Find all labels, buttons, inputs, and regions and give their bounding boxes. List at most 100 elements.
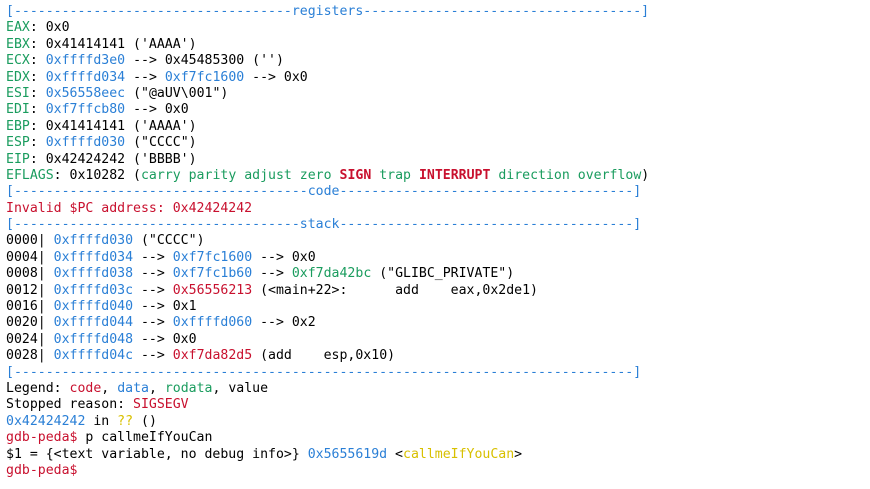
stack-0020-segment: 0020| <box>6 315 54 331</box>
prompt-empty-line: gdb-peda$ <box>6 463 870 479</box>
stack-0028-segment: 0xf7da82d5 <box>172 348 253 364</box>
stack-0000-segment: 0000| <box>6 233 54 249</box>
stack-0016-segment: 0xffffd040 <box>53 299 134 315</box>
register-edi: EDI: 0xf7ffcb80 --> 0x0 <box>6 102 870 118</box>
stack-0012: 0012| 0xffffd03c --> 0x56556213 (<main+2… <box>6 283 870 299</box>
stopped-reason-line-segment: SIGSEGV <box>133 397 189 413</box>
print-result-line: $1 = {<text variable, no debug info>} 0x… <box>6 447 870 463</box>
stack-0024: 0024| 0xffffd048 --> 0x0 <box>6 332 870 348</box>
stack-0008-segment: 0xf7da42bc <box>291 266 372 282</box>
legend-line-segment: Legend: <box>6 380 70 396</box>
stack-0012-segment: 0012| <box>6 282 54 298</box>
register-ebp: EBP: 0x41414141 ('AAAA') <box>6 119 870 135</box>
stack-0004-segment: --> <box>133 249 173 265</box>
stack-0004-segment: 0xf7fc1600 <box>172 249 253 265</box>
stack-0028: 0028| 0xffffd04c --> 0xf7da82d5 (add esp… <box>6 348 870 364</box>
section-header-stack-segment: [------------------------------------sta… <box>6 217 642 233</box>
register-eax-segment: EAX <box>6 20 30 36</box>
prompt-command-line-segment: gdb-peda$ <box>6 430 78 446</box>
register-eflags-segment <box>411 168 419 183</box>
stack-0012-segment: --> <box>133 282 173 298</box>
register-eflags-segment: carry parity adjust zero <box>140 167 332 183</box>
stack-0020-segment: 0xffffd060 <box>172 315 253 331</box>
register-edx-segment: --> <box>125 69 165 85</box>
register-ecx-segment: 0xffffd3e0 <box>45 53 126 69</box>
stack-0024-segment: 0024| <box>6 331 54 347</box>
register-esp-segment: : <box>29 135 46 151</box>
print-result-line-segment: > <box>514 446 523 462</box>
register-eax-segment: : 0x0 <box>29 20 70 36</box>
prompt-command-line: gdb-peda$ p callmeIfYouCan <box>6 430 870 446</box>
register-esp-segment: ("CCCC") <box>125 135 197 151</box>
register-ecx-segment: --> 0x45485300 ('') <box>125 53 284 69</box>
register-esp-segment: 0xffffd030 <box>45 135 126 151</box>
stack-0000-segment: 0xffffd030 <box>53 233 134 249</box>
stack-0028-segment: 0xffffd04c <box>53 348 134 364</box>
section-footer-segment: [---------------------------------------… <box>6 364 642 380</box>
register-edi-segment: : <box>29 102 46 118</box>
stack-0000-segment: ("CCCC") <box>133 233 205 249</box>
register-ebp-segment: : 0x41414141 ('AAAA') <box>29 118 197 134</box>
register-ebp-segment: EBP <box>6 118 30 134</box>
stack-0016-segment: 0016| <box>6 299 54 315</box>
crash-location-line-segment: () <box>133 413 157 429</box>
prompt-command-line-segment: p callmeIfYouCan <box>77 430 213 446</box>
register-edx-segment: EDX <box>6 69 30 85</box>
section-header-code-segment: [-------------------------------------co… <box>6 184 642 200</box>
stack-0008-segment: --> <box>252 266 292 282</box>
stack-0024-segment: --> 0x0 <box>133 331 197 347</box>
crash-location-line-segment: 0x42424242 <box>6 413 86 429</box>
register-esi-segment: ("@aUV\001") <box>125 85 229 101</box>
stack-0004-segment: 0xffffd034 <box>53 249 134 265</box>
register-ecx-segment: ECX <box>6 53 30 69</box>
register-eflags-segment <box>332 168 340 183</box>
section-footer: [---------------------------------------… <box>6 365 870 381</box>
stack-0008-segment: 0xf7fc1b60 <box>172 266 253 282</box>
register-eflags-segment: trap <box>379 167 411 183</box>
register-eflags-segment: direction overflow <box>498 167 642 183</box>
crash-location-line-segment: in <box>85 413 118 429</box>
register-eflags-segment: SIGN <box>339 167 372 183</box>
stack-0004-segment: 0004| <box>6 249 54 265</box>
stopped-reason-line-segment: Stopped reason: <box>6 397 134 413</box>
register-edi-segment: 0xf7ffcb80 <box>45 102 126 118</box>
legend-line-segment: code <box>69 380 102 396</box>
stack-0024-segment: 0xffffd048 <box>53 331 134 347</box>
register-esp-segment: ESP <box>6 135 30 151</box>
section-header-registers: [-----------------------------------regi… <box>6 4 870 20</box>
stack-0020: 0020| 0xffffd044 --> 0xffffd060 --> 0x2 <box>6 315 870 331</box>
section-header-stack: [------------------------------------sta… <box>6 217 870 233</box>
register-edx-segment: : <box>29 69 46 85</box>
stack-0008-segment: 0xffffd038 <box>53 266 134 282</box>
register-eip-segment: : 0x42424242 ('BBBB') <box>29 151 197 167</box>
stack-0008-segment: ("GLIBC_PRIVATE") <box>371 266 515 282</box>
code-invalid-pc: Invalid $PC address: 0x42424242 <box>6 201 870 217</box>
register-eax: EAX: 0x0 <box>6 20 870 36</box>
stopped-reason-line: Stopped reason: SIGSEGV <box>6 397 870 413</box>
stack-0016: 0016| 0xffffd040 --> 0x1 <box>6 299 870 315</box>
register-esi-segment: 0x56558eec <box>45 85 126 101</box>
stack-0020-segment: --> 0x2 <box>252 315 316 331</box>
legend-line-segment: , value <box>212 380 269 396</box>
crash-location-line: 0x42424242 in ?? () <box>6 414 870 430</box>
stack-0008-segment: 0008| <box>6 266 54 282</box>
stack-0028-segment: 0028| <box>6 348 54 364</box>
stack-0000: 0000| 0xffffd030 ("CCCC") <box>6 233 870 249</box>
register-ebx-segment: EBX <box>6 36 30 52</box>
register-ecx-segment: : <box>29 53 46 69</box>
stack-0016-segment: --> 0x1 <box>133 299 197 315</box>
register-eip-segment: EIP <box>6 151 30 167</box>
stack-0012-segment: (<main+22>: add eax,0x2de1) <box>252 282 538 298</box>
register-edi-segment: --> 0x0 <box>125 102 189 118</box>
register-eflags-segment: EFLAGS <box>6 167 54 183</box>
print-result-line-segment: callmeIfYouCan <box>403 446 515 462</box>
legend-line-segment: data <box>117 380 149 396</box>
register-eflags-segment: INTERRUPT <box>418 167 491 183</box>
section-header-registers-segment: [-----------------------------------regi… <box>6 4 650 19</box>
register-edx: EDX: 0xffffd034 --> 0xf7fc1600 --> 0x0 <box>6 70 870 86</box>
prompt-empty-line-segment: gdb-peda$ <box>6 462 78 478</box>
stack-0004: 0004| 0xffffd034 --> 0xf7fc1600 --> 0x0 <box>6 250 870 266</box>
register-ecx: ECX: 0xffffd3e0 --> 0x45485300 ('') <box>6 53 870 69</box>
stack-0020-segment: 0xffffd044 <box>53 315 134 331</box>
